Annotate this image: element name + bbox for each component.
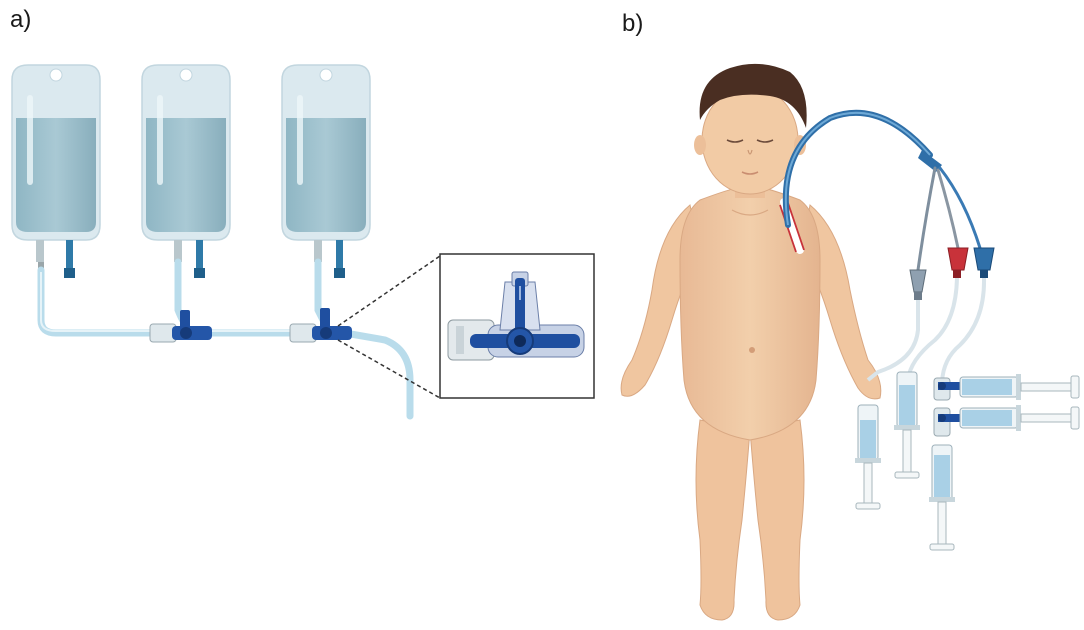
extension-lines [868, 278, 984, 385]
lumen-port-blue[interactable] [974, 248, 994, 278]
zoom-line-top [338, 256, 440, 326]
syringe-4[interactable] [960, 374, 1079, 400]
panel-b-diagram [621, 64, 1079, 620]
syringe-1[interactable] [855, 405, 881, 509]
stopcock-zoom-inset [440, 254, 594, 398]
iv-bag-2 [142, 65, 230, 278]
syringe-3[interactable] [929, 445, 955, 550]
syringe-2[interactable] [894, 372, 920, 478]
lumen-port-grey[interactable] [910, 270, 926, 300]
panel-a-diagram [12, 65, 594, 416]
iv-bag-3 [282, 65, 370, 278]
stopcock-1 [150, 310, 212, 342]
zoom-line-bottom [338, 340, 440, 398]
child-figure [621, 64, 881, 620]
manifold-stopcock-1[interactable] [934, 378, 960, 400]
lumen-port-red[interactable] [948, 248, 968, 278]
syringe-5[interactable] [960, 405, 1079, 431]
stopcock-2 [290, 308, 352, 342]
manifold-stopcock-2[interactable] [934, 408, 960, 436]
iv-tubing [41, 262, 410, 416]
iv-bag-1 [12, 65, 100, 278]
